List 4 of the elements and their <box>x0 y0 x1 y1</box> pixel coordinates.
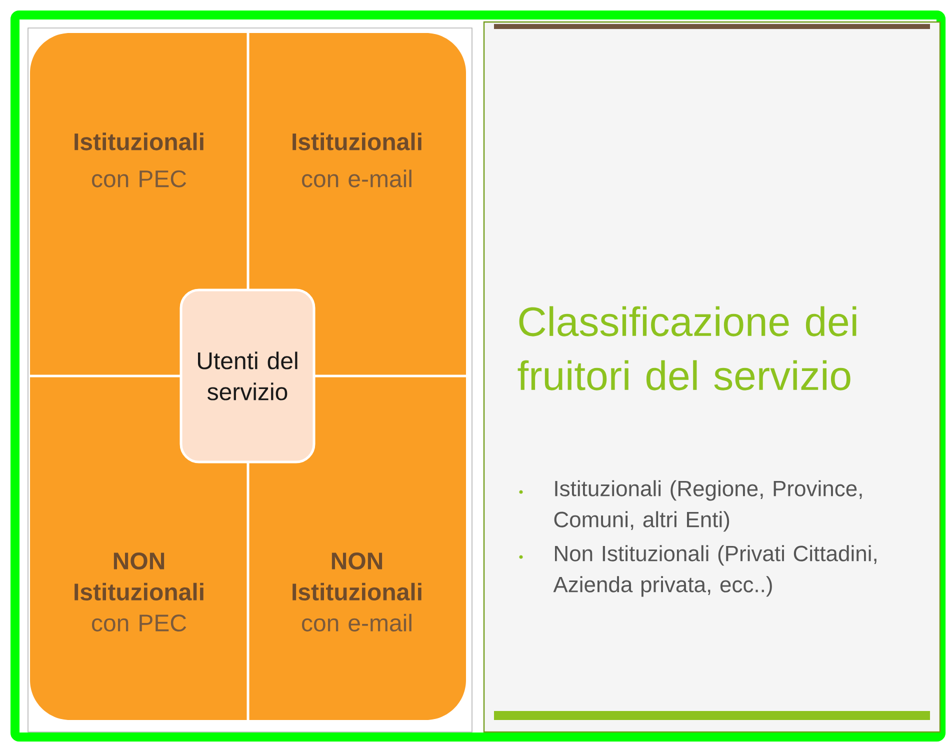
bullet-text: Istituzionali (Regione, Province, Comuni, altri Enti) <box>554 480 862 532</box>
title: Classificazione dei fruitori del servizio <box>518 306 856 390</box>
bullet-text: Non Istituzionali (Privati Cittadini, Azienda privata, ecc..) <box>553 545 876 597</box>
center-box: Utenti del servizio <box>180 288 316 464</box>
